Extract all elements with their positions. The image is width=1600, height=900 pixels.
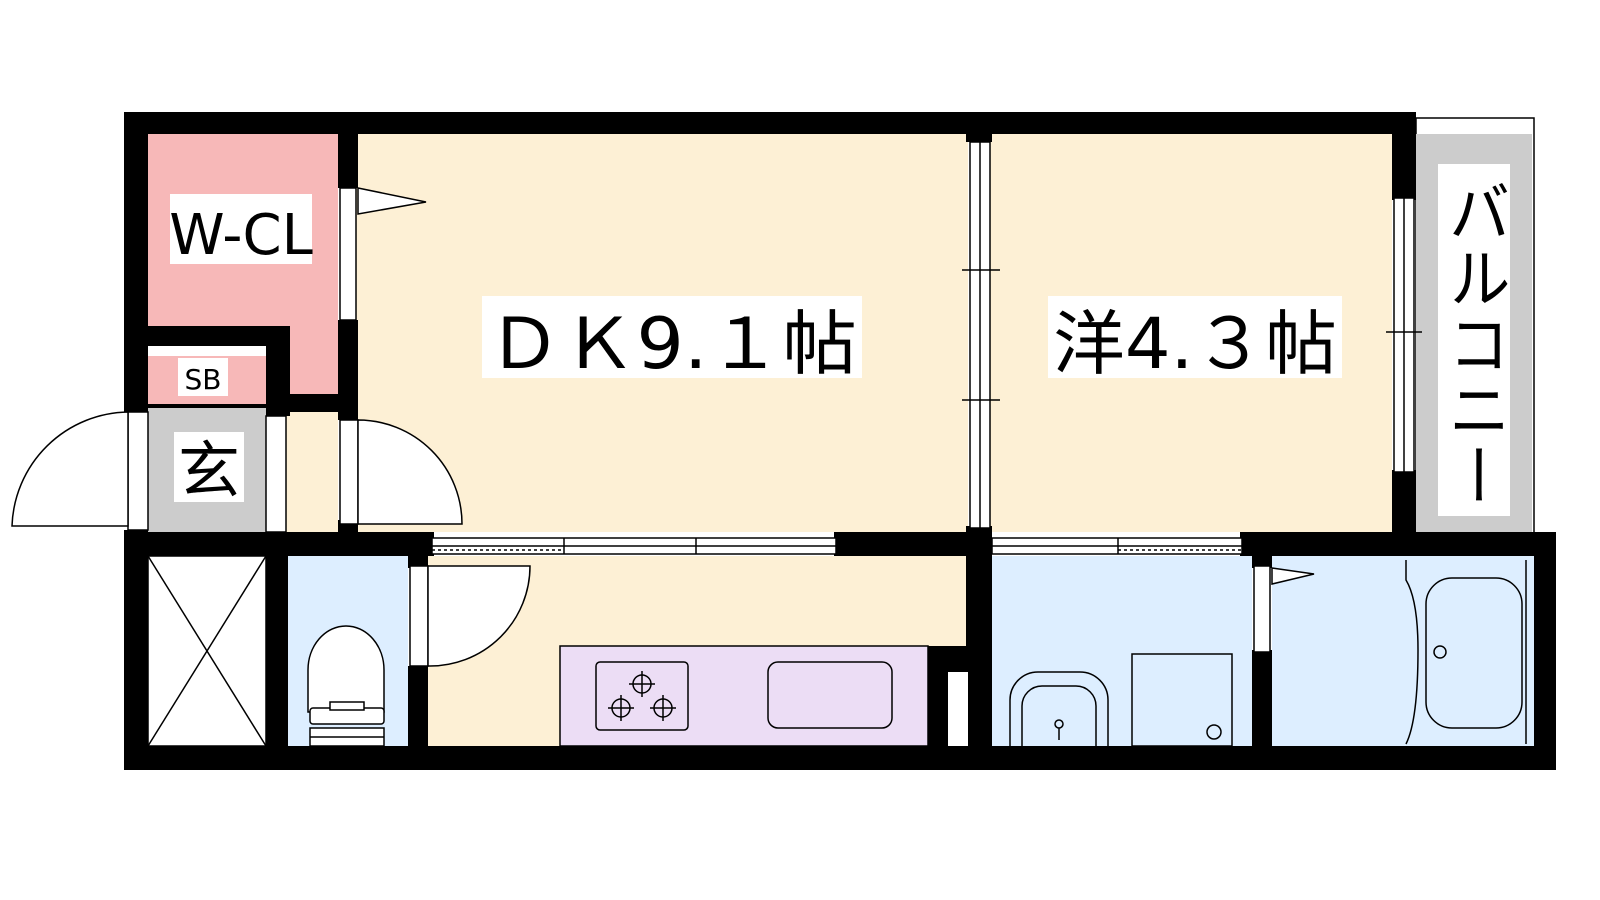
door-toilet-frame — [409, 565, 429, 667]
balcony-label-bg — [1438, 164, 1510, 516]
door-bath-leaf — [1271, 567, 1315, 585]
toilet-icon — [307, 625, 385, 747]
wcl-label-bg — [170, 194, 312, 264]
wall-mid-horizontal-2 — [834, 532, 992, 556]
wall-wash-bath-lower — [1252, 650, 1272, 770]
western-label-bg — [1048, 296, 1342, 378]
washbasin-icon — [1009, 671, 1109, 746]
wcl-label: W-CL — [169, 203, 313, 268]
door-entrance-frame — [127, 411, 149, 531]
bathtub-icon — [1405, 560, 1527, 745]
pillar-notch — [948, 672, 968, 746]
outer-wall-right-upper — [1392, 112, 1416, 200]
sb-label: SB — [185, 363, 222, 396]
wall-wcl-right — [338, 134, 358, 188]
wall-toilet-right — [408, 556, 428, 568]
door-bath-frame — [1253, 565, 1271, 653]
balcony-label: バルコニー — [1438, 178, 1511, 508]
entrance-label: 玄 — [178, 434, 240, 507]
stove-icon — [595, 661, 689, 731]
wall-wcl-step-bottom — [266, 394, 358, 412]
wall-dk-western — [966, 112, 992, 142]
door-entrance-swing — [11, 411, 129, 527]
wcl-room-lower — [290, 320, 338, 396]
outer-wall-right-bath — [1534, 534, 1556, 770]
dk-label: ＤＫ9.１帖 — [487, 303, 857, 385]
wall-sb-bottom — [148, 404, 266, 408]
outer-wall-bottom — [124, 746, 1556, 770]
wall-kitchen-right-top — [966, 556, 992, 770]
kitchen-counter — [559, 645, 929, 747]
dk-label-bg — [482, 296, 862, 378]
wall-wcl-bottom — [148, 326, 290, 346]
storage-box — [147, 555, 267, 747]
sb-label-bg — [178, 358, 228, 396]
bathroom-room — [1272, 556, 1534, 746]
door-dk-swing — [357, 419, 463, 525]
wall-storage-right — [266, 532, 288, 770]
door-wcl-leaf — [357, 187, 427, 215]
wall-mid-horizontal-3 — [1240, 532, 1556, 556]
outer-wall-left-upper — [124, 112, 148, 412]
wall-toilet-right-lower — [408, 666, 428, 770]
door-wcl-frame — [339, 187, 357, 321]
wall-dk-western-bottom — [966, 526, 992, 556]
western-label: 洋4.３帖 — [1053, 303, 1337, 385]
door-toilet-swing — [427, 565, 531, 667]
washroom-room — [990, 556, 1252, 746]
wall-wash-bath — [1252, 556, 1272, 568]
outer-wall-top — [124, 112, 1416, 134]
outer-wall-left-lower — [124, 530, 148, 770]
door-entrance-inner — [265, 415, 287, 533]
sink-icon — [767, 661, 893, 729]
door-dk-frame — [339, 419, 359, 525]
washing-machine-icon — [1131, 653, 1233, 747]
entrance-label-bg — [174, 432, 244, 502]
